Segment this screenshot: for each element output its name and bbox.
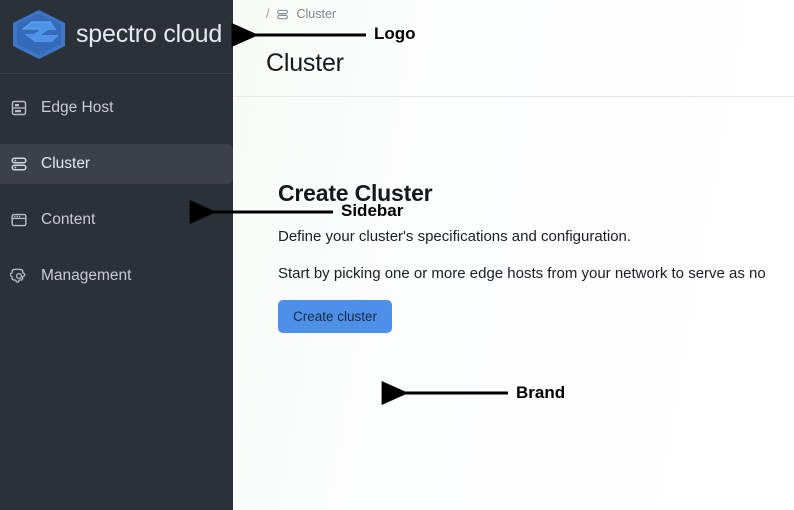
gear-icon [10,268,26,283]
sidebar-item-label: Cluster [41,155,91,172]
breadcrumb: / Cluster [266,5,794,23]
sidebar: spectro cloud Edge Host [0,0,233,510]
page-header: / Cluster Cluster [233,0,794,97]
cluster-stack-icon [11,157,27,171]
page-title: Cluster [266,49,344,77]
sidebar-item-management[interactable]: Management [0,256,233,296]
create-cluster-button[interactable]: Create cluster [278,300,393,333]
breadcrumb-item-cluster[interactable]: Cluster [296,7,337,21]
sidebar-nav: Edge Host Cluster C [0,84,233,312]
section-title: Create Cluster [278,180,433,206]
sidebar-item-label: Edge Host [41,99,114,116]
sidebar-item-label: Content [41,211,96,228]
server-rack-icon [11,100,27,116]
annotation-label-sidebar: Sidebar [341,201,404,220]
window-browser-icon [11,213,27,227]
spectro-cloud-hexagon-s-logo-icon [13,10,65,59]
main-content-area: / Cluster Cluster Create Cluster Define … [233,0,794,510]
annotation-label-logo: Logo [374,24,416,43]
brand-name-label: spectro cloud [76,19,223,48]
annotation-label-brand: Brand [516,383,566,402]
sidebar-item-content[interactable]: Content [0,200,233,240]
brand-logo[interactable]: spectro cloud [0,0,233,68]
sidebar-item-edge-host[interactable]: Edge Host [0,88,233,128]
sidebar-item-label: Management [41,267,132,284]
sidebar-item-cluster[interactable]: Cluster [0,144,233,184]
sidebar-divider [0,73,233,74]
cluster-stack-icon [277,9,289,19]
description-paragraph-1: Define your cluster's specifications and… [278,228,632,245]
description-paragraph-2: Start by picking one or more edge hosts … [278,265,766,282]
cluster-create-panel: Create Cluster Define your cluster's spe… [233,180,794,333]
breadcrumb-separator: / [266,7,270,21]
